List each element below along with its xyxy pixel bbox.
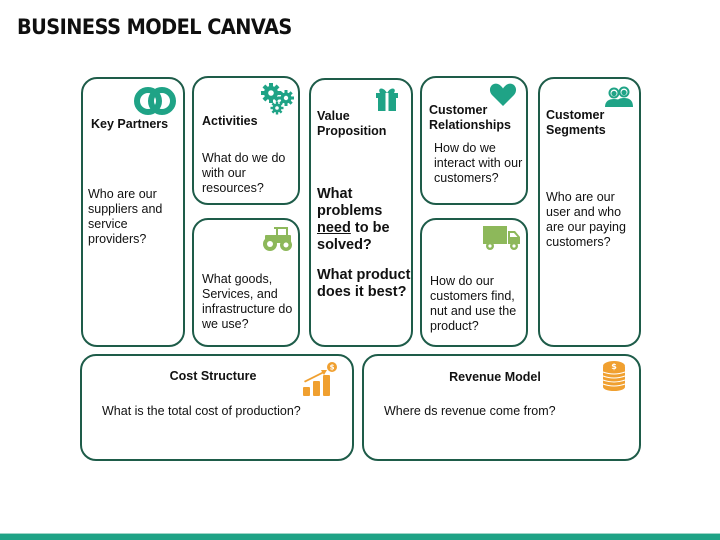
key-resources-block: What goods, Services, and infrastructure…	[192, 218, 300, 347]
channels-text: How do our customers find, nut and use t…	[430, 274, 517, 333]
value-proposition-heading-line2: Proposition	[317, 124, 387, 138]
value-proposition-block: Value Proposition What problems need to …	[309, 78, 413, 347]
customer-relationships-heading: Customer Relationships	[429, 103, 511, 133]
svg-text:$: $	[611, 362, 617, 371]
svg-text:$: $	[330, 364, 335, 372]
value-proposition-heading: Value Proposition	[317, 109, 386, 139]
activities-text: What do we do with our resources?	[202, 151, 286, 195]
key-partners-block: Key Partners Who are our suppliers and s…	[81, 77, 185, 347]
q1-line3: need to be	[317, 220, 390, 237]
customer-segments-heading: Customer Segments	[546, 108, 606, 138]
key-resources-text: What goods, Services, and infrastructure…	[202, 272, 293, 331]
revenue-model-heading: Revenue Model	[449, 370, 541, 384]
q2-line2: does it best?	[317, 284, 407, 300]
customer-segments-block: Customer Segments Who are our user and w…	[538, 77, 641, 347]
customer-segments-text: Who are our user and who are our paying …	[546, 190, 626, 249]
growth-chart-dollar-icon: $	[303, 362, 337, 396]
linked-rings-icon	[134, 87, 176, 115]
activities-block: Activities What do we do with our resour…	[192, 76, 300, 205]
customer-relationships-block: Customer Relationships How do we interac…	[420, 76, 528, 205]
tractor-icon	[263, 227, 292, 251]
customer-support-icon	[605, 86, 633, 107]
cost-structure-text: What is the total cost of production?	[102, 404, 301, 418]
q2-line1: What product	[317, 267, 411, 283]
customer-relationships-text: How do we interact with our customers?	[434, 141, 523, 185]
emphasis-need: need	[317, 220, 351, 236]
customer-segments-heading-line2: Segments	[546, 123, 606, 137]
key-partners-heading: Key Partners	[91, 117, 169, 131]
activities-heading: Activities	[202, 114, 258, 128]
q1-line4: solved?	[317, 237, 372, 253]
revenue-model-block: Revenue Model $ Where ds revenue come fr…	[362, 354, 641, 461]
q1-line1: What	[317, 186, 353, 202]
cost-structure-heading: Cost Structure	[169, 369, 257, 383]
coin-stack-icon: $	[602, 361, 626, 391]
value-proposition-heading-line1: Value	[317, 109, 350, 123]
delivery-truck-icon	[483, 226, 520, 250]
footer-divider	[0, 533, 720, 534]
page-title: BUSINESS MODEL CANVAS	[17, 15, 292, 39]
q1-line2: problems	[317, 203, 383, 219]
customer-relationships-heading-line1: Customer	[429, 103, 488, 117]
gift-icon	[376, 88, 398, 111]
gears-icon	[261, 83, 294, 115]
key-partners-text: Who are our suppliers and service provid…	[88, 187, 163, 246]
channels-block: How do our customers find, nut and use t…	[420, 218, 528, 347]
revenue-model-text: Where ds revenue come from?	[384, 404, 556, 418]
value-proposition-question-1: What problems need to be solved?	[317, 186, 390, 254]
value-proposition-question-2: What product does it best?	[317, 267, 410, 301]
q1-line3-rest: to be	[350, 220, 390, 236]
customer-relationships-heading-line2: Relationships	[429, 118, 511, 132]
footer-bar	[0, 534, 720, 540]
customer-segments-heading-line1: Customer	[546, 108, 605, 122]
heart-icon	[489, 83, 517, 106]
cost-structure-block: Cost Structure $ What is the total cost …	[80, 354, 354, 461]
